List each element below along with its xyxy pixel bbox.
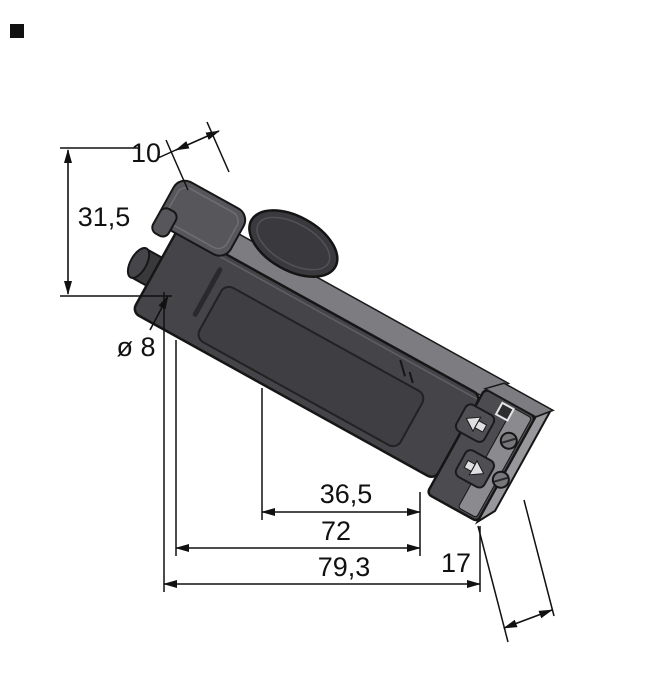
adjust-button-down — [454, 449, 496, 489]
screw-slot-1 — [501, 437, 516, 444]
dimension-label-31-5: 31,5 — [78, 202, 131, 232]
end-cap — [427, 382, 555, 525]
ext-line — [523, 499, 555, 617]
dim-line — [175, 130, 220, 151]
mounting-square-hole — [494, 401, 516, 422]
cover-dome — [248, 209, 339, 278]
mold-tick-1 — [399, 359, 406, 377]
dim-line-17 — [503, 609, 553, 629]
face-top-highlight — [179, 233, 478, 400]
ext-line — [206, 121, 230, 173]
display-recess — [197, 285, 425, 448]
dimension-label-10: 10 — [131, 138, 161, 168]
clamp-inner-edge — [165, 187, 239, 250]
leader-line — [149, 295, 169, 331]
round-cover — [248, 209, 339, 278]
cover-rim — [256, 216, 331, 271]
dimension-end-depth: 17 — [441, 499, 555, 643]
screw-terminal-1 — [499, 431, 518, 450]
dimension-label-36-5: 36,5 — [320, 479, 373, 509]
fiber-connector-stub — [126, 246, 167, 289]
leader-stub — [157, 148, 179, 159]
face-slit — [192, 267, 223, 317]
mold-tick-2 — [408, 371, 414, 384]
adjust-button-up — [454, 403, 496, 443]
dimension-label-72: 72 — [321, 516, 351, 546]
sensor-body — [126, 179, 555, 525]
screw-slot-2 — [493, 476, 508, 483]
clamp-hook — [151, 207, 178, 238]
arrow-right-tail — [463, 459, 476, 473]
clamp-body — [158, 179, 247, 257]
dimension-height: 31,5 — [60, 147, 172, 297]
connector-end-face — [126, 246, 151, 279]
page-marker — [10, 24, 24, 38]
dimension-label-diameter-8: ø 8 — [116, 332, 155, 362]
dimension-top-width: 10 — [131, 121, 230, 191]
dimension-lengths: 36,5 72 79,3 — [163, 292, 481, 592]
ext-line — [165, 139, 189, 191]
screw-terminal-2 — [491, 470, 510, 489]
fiber-clamp-lever — [151, 179, 247, 257]
end-cap-top-surface — [483, 382, 555, 418]
dimension-connector-diameter: ø 8 — [116, 295, 169, 362]
arrow-left-tail — [474, 419, 488, 433]
dimension-label-17: 17 — [441, 548, 471, 578]
ext-line — [477, 525, 509, 643]
dimension-label-79-3: 79,3 — [318, 552, 371, 582]
